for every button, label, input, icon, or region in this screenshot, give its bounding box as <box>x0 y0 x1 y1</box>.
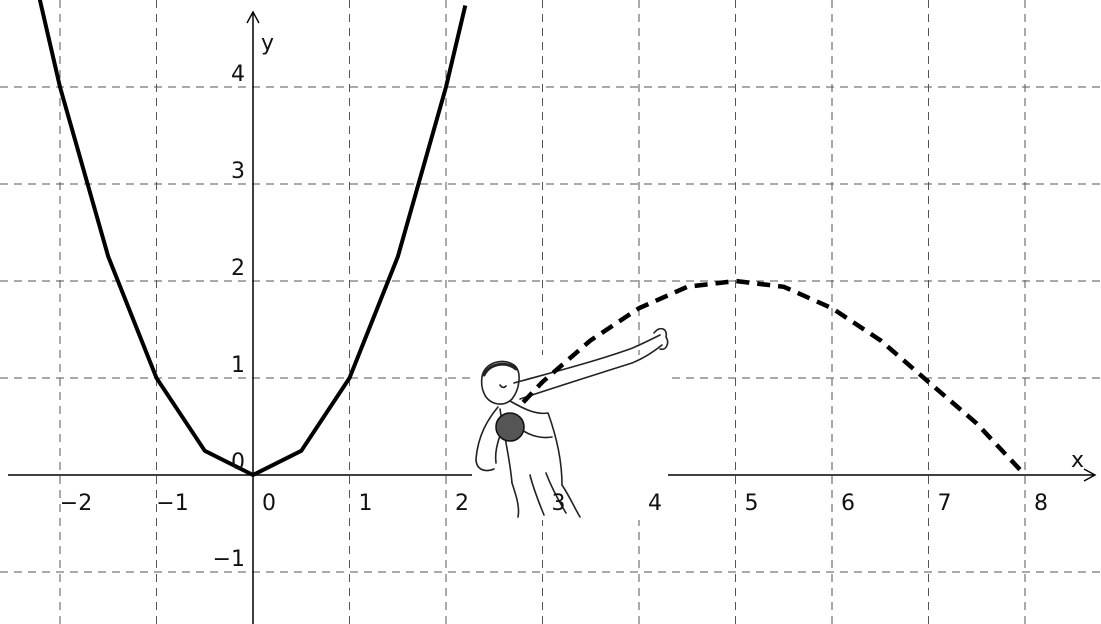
shot-putter-illustration <box>472 327 669 520</box>
x-tick-label: −1 <box>156 491 188 516</box>
y-tick-label: 1 <box>231 353 245 378</box>
curves <box>37 0 1027 477</box>
y-tick-label: −1 <box>213 547 245 572</box>
x-tick-label: 2 <box>455 491 469 516</box>
y-tick-label: 4 <box>231 62 245 87</box>
x-tick-label: 3 <box>552 491 566 516</box>
y-tick-label: 3 <box>231 159 245 184</box>
x-tick-label: 5 <box>745 491 759 516</box>
x-tick-label: 8 <box>1034 491 1048 516</box>
axes <box>8 10 1097 624</box>
y-axis-label: y <box>261 31 274 56</box>
x-tick-label: 1 <box>359 491 373 516</box>
x-axis-label: x <box>1071 448 1084 473</box>
x-tick-label: 6 <box>841 491 855 516</box>
solid-parabola-curve <box>37 0 468 477</box>
dashed-trajectory-curve <box>521 278 1027 477</box>
tick-labels: −2 −1 0 1 2 3 4 5 6 7 8 −1 0 1 2 3 4 x y <box>60 31 1084 572</box>
x-tick-label: −2 <box>60 491 92 516</box>
x-tick-label: 4 <box>648 491 662 516</box>
y-tick-label: 2 <box>231 256 245 281</box>
x-tick-label: 7 <box>938 491 952 516</box>
y-tick-label: 0 <box>231 450 245 475</box>
x-tick-label: 0 <box>262 491 276 516</box>
